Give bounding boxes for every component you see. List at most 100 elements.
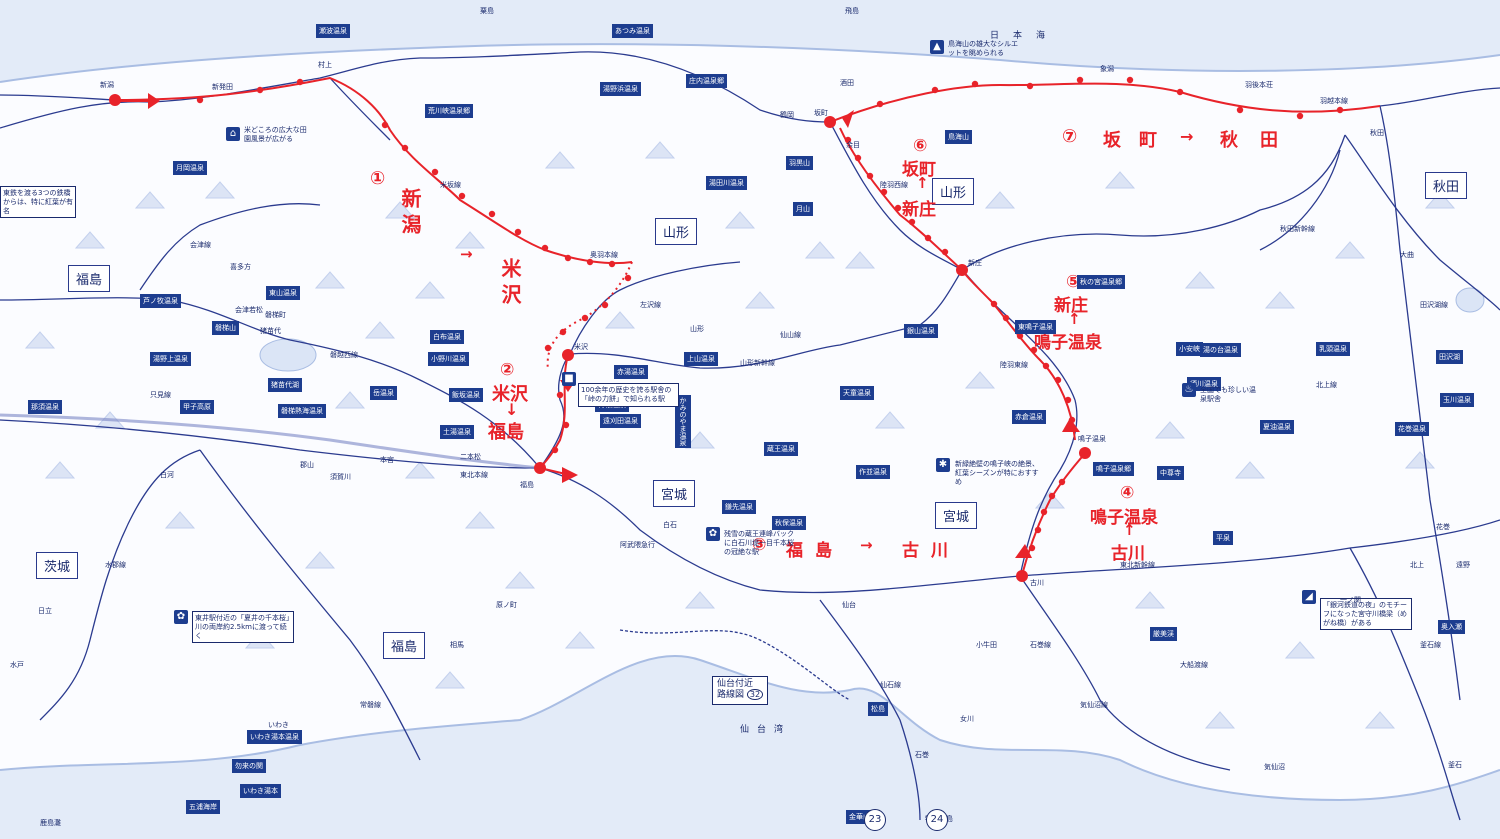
onsen-badge: 月岡温泉 bbox=[173, 161, 207, 175]
line-label: 只見線 bbox=[150, 391, 171, 399]
pref-label-ibaraki: 茨城 bbox=[36, 552, 79, 579]
sea-label: 日本海 bbox=[990, 31, 1060, 41]
line-label: 左沢線 bbox=[640, 301, 661, 309]
inset-line2: 路線図 bbox=[717, 690, 745, 701]
pref-label-yamagata: 山形 bbox=[655, 218, 698, 245]
note-text: 100余年の歴史を誇る駅舎の「峠の力餅」で知られる駅 bbox=[578, 383, 679, 407]
route-dot bbox=[908, 218, 916, 226]
station-yonezawa bbox=[562, 349, 574, 361]
sea-japan-shore bbox=[0, 43, 1500, 83]
onsen-badge: 小安峡 bbox=[1176, 342, 1203, 356]
route2-arrow: ↓ bbox=[505, 400, 519, 419]
town-label: 小牛田 bbox=[976, 641, 997, 649]
line-label: 釜石線 bbox=[1420, 641, 1441, 649]
town-label: 仙台 bbox=[842, 601, 856, 609]
route-dot bbox=[1034, 526, 1042, 534]
route7-from: 坂町 bbox=[1103, 130, 1175, 151]
mountain-shape bbox=[1234, 461, 1266, 479]
route5-to: 鳴子温泉 bbox=[1034, 333, 1102, 353]
line-label: 磐越西線 bbox=[330, 351, 358, 359]
mountain-shape bbox=[334, 391, 366, 409]
mountain-shape bbox=[1104, 171, 1136, 189]
line-label: 北上線 bbox=[1316, 381, 1337, 389]
mountains bbox=[24, 141, 1456, 729]
mountain-shape bbox=[204, 181, 236, 199]
town-label: 羽後本荘 bbox=[1245, 81, 1273, 89]
route-dot bbox=[1048, 492, 1056, 500]
onsen-badge: 夏油温泉 bbox=[1260, 420, 1294, 434]
route-dot bbox=[1058, 478, 1066, 486]
town-label: 新発田 bbox=[212, 83, 233, 91]
route-dot bbox=[608, 260, 616, 268]
station-niigata bbox=[109, 94, 121, 106]
town-label: 米沢 bbox=[574, 343, 588, 351]
onsen-badge: 芦ノ牧温泉 bbox=[140, 294, 181, 308]
route-dot bbox=[1042, 362, 1050, 370]
sea-label: 鹿島灘 bbox=[40, 819, 61, 827]
onsen-badge: 中尊寺 bbox=[1157, 466, 1184, 480]
mountain-shape bbox=[544, 151, 576, 169]
route-dot bbox=[458, 192, 466, 200]
town-label: 北上 bbox=[1410, 561, 1424, 569]
route-dot bbox=[541, 244, 549, 252]
town-label: 須賀川 bbox=[330, 473, 351, 481]
route-dot bbox=[556, 391, 564, 399]
route6-from: 坂町 bbox=[902, 160, 936, 180]
route7-number: ⑦ bbox=[1062, 126, 1078, 147]
route-dot bbox=[1336, 106, 1344, 114]
onsen-badge: 鎌先温泉 bbox=[722, 500, 756, 514]
sea-pacific-shore bbox=[0, 654, 1500, 802]
mountain-shape bbox=[24, 331, 56, 349]
line-label: 阿武隈急行 bbox=[620, 541, 655, 549]
line-label: 常磐線 bbox=[360, 701, 381, 709]
town-label: 会津若松 bbox=[235, 306, 263, 314]
route4-from: 鳴子温泉 bbox=[1090, 508, 1158, 528]
town-label: 本宮 bbox=[380, 456, 394, 464]
line-label: 奥羽本線 bbox=[590, 251, 618, 259]
town-label: 猪苗代 bbox=[260, 327, 281, 335]
mountain-shape bbox=[724, 211, 756, 229]
route1-number: ① bbox=[370, 168, 386, 189]
route-dot bbox=[1236, 106, 1244, 114]
onsen-badge: 岳温泉 bbox=[370, 386, 397, 400]
line-label: 仙石線 bbox=[880, 681, 901, 689]
onsen-badge: 土湯温泉 bbox=[440, 425, 474, 439]
cherry-blossom-icon: ✿ bbox=[706, 527, 720, 541]
mountain-view-icon: ▲ bbox=[930, 40, 944, 54]
route-dot bbox=[941, 248, 949, 256]
mountain-shape bbox=[414, 281, 446, 299]
route1-to: 米沢 bbox=[498, 258, 522, 310]
line-label: 秋田新幹線 bbox=[1280, 225, 1315, 233]
inset-map-link[interactable]: 仙台付近 路線図 32 bbox=[712, 676, 769, 705]
onsen-badge: 湯野上温泉 bbox=[150, 352, 191, 366]
town-label: 酒田 bbox=[840, 79, 854, 87]
onsen-badge: 赤湯温泉 bbox=[614, 365, 648, 379]
onsen-badge: 那須温泉 bbox=[28, 400, 62, 414]
route4-number: ④ bbox=[1120, 483, 1135, 503]
onsen-badge: 磐梯山 bbox=[212, 321, 239, 335]
town-label: 新潟 bbox=[100, 81, 114, 89]
route-dot bbox=[551, 446, 559, 454]
route3-arrow: → bbox=[860, 536, 873, 554]
onsen-badge: 庄内温泉郷 bbox=[686, 74, 727, 88]
town-label: 二本松 bbox=[460, 453, 481, 461]
onsen-badge: 東山温泉 bbox=[266, 286, 300, 300]
route-dot bbox=[1016, 332, 1024, 340]
onsen-badge: 乳頭温泉 bbox=[1316, 342, 1350, 356]
line-label: 気仙沼線 bbox=[1080, 701, 1108, 709]
lake-tazawa bbox=[1455, 287, 1485, 313]
onsen-badge: 花巻温泉 bbox=[1395, 422, 1429, 436]
route-dot bbox=[1296, 112, 1304, 120]
sea-pacific bbox=[0, 655, 1500, 839]
onsen-badge: 湯田川温泉 bbox=[706, 176, 747, 190]
route-major-stations bbox=[109, 94, 1091, 582]
note-text: 鳥海山の雄大なシルエットを眺められる bbox=[948, 40, 1018, 57]
route-dot bbox=[559, 328, 567, 336]
town-label: 花巻 bbox=[1436, 523, 1450, 531]
pref-label-miyagi: 宮城 bbox=[653, 480, 696, 507]
pref-label-fukushima-south: 福島 bbox=[383, 632, 426, 659]
route-dot bbox=[256, 86, 264, 94]
route-dot bbox=[601, 301, 609, 309]
line-label: 田沢湖線 bbox=[1420, 301, 1448, 309]
